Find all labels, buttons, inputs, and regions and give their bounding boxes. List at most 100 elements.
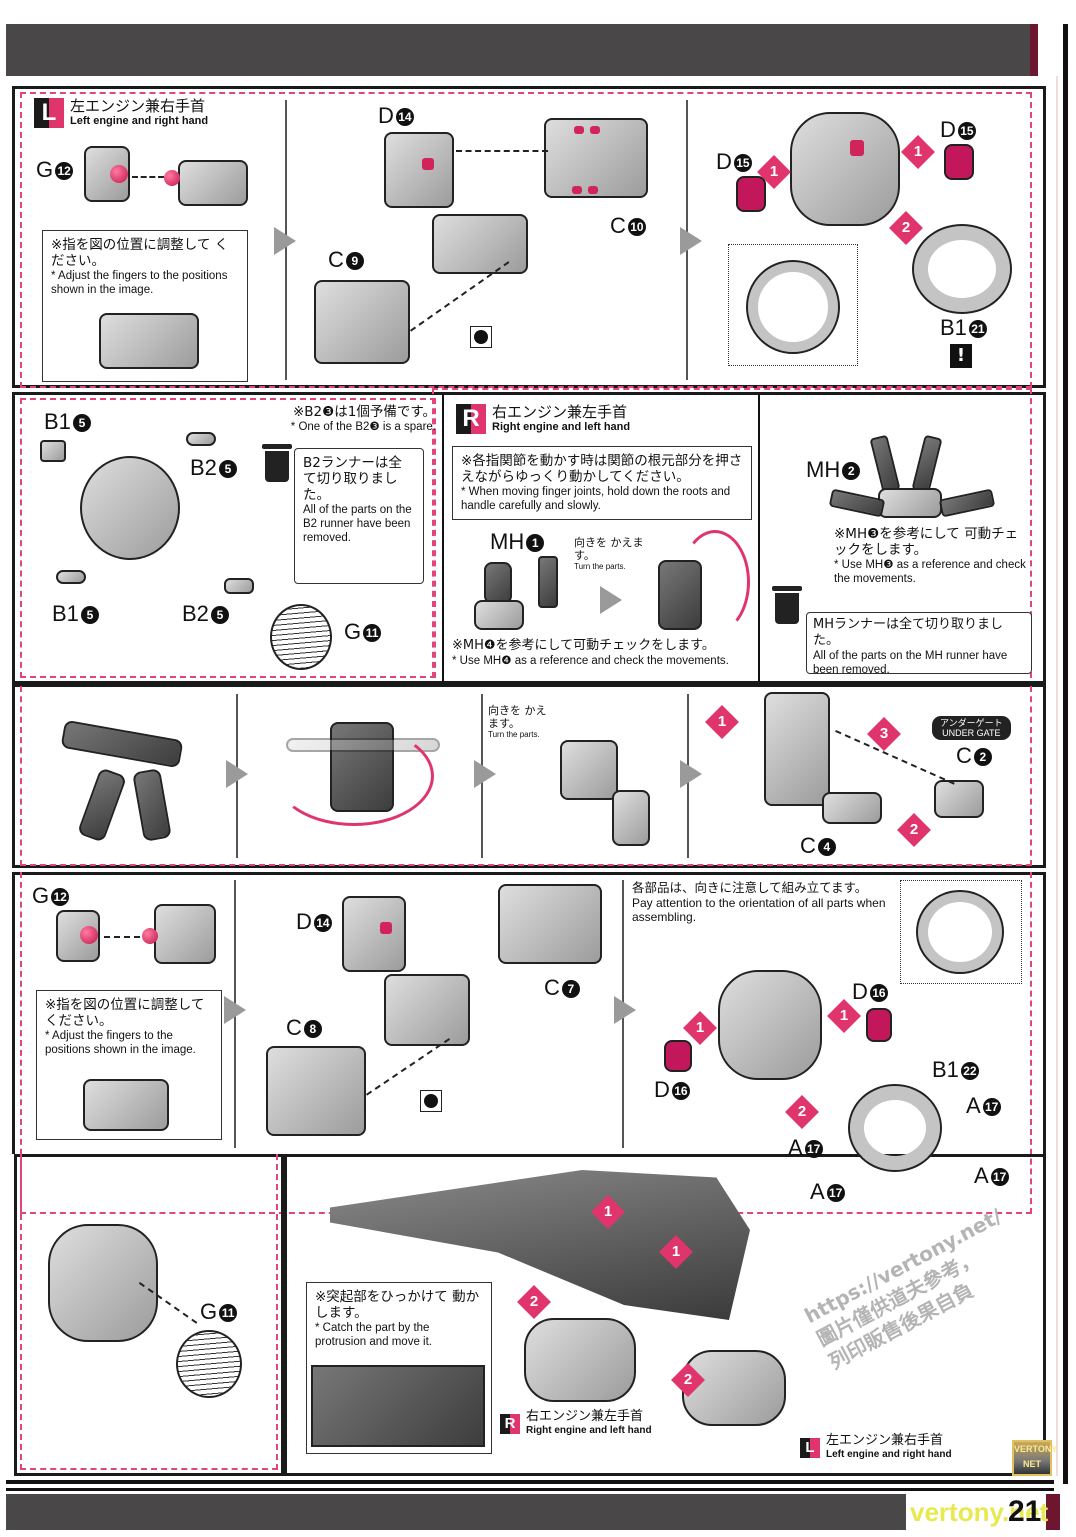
hand-body-part xyxy=(560,740,618,800)
row1-dashed-border xyxy=(20,92,1032,388)
peg xyxy=(590,126,600,134)
detail-inset-box xyxy=(728,244,858,366)
caution-icon: ! xyxy=(950,344,972,368)
engine-assembly xyxy=(790,112,900,226)
protrusion-note: ※突起部をひっかけて 動かします。 * Catch the part by th… xyxy=(306,1282,492,1454)
trash-lid xyxy=(772,586,802,591)
assembly-guide-line xyxy=(132,176,164,178)
step-marker: 1 xyxy=(757,155,791,189)
engine-side-part xyxy=(342,896,406,972)
assembly-guide-line xyxy=(456,150,548,152)
peg xyxy=(574,126,584,134)
d16-part xyxy=(866,1008,892,1042)
c4-part xyxy=(822,792,882,824)
finger-block-part xyxy=(612,790,650,846)
hand-frame-part xyxy=(878,488,942,518)
wrist-socket xyxy=(80,926,98,944)
mh-runner-removed-note: MHランナーは全て切り取りました。 All of the parts on th… xyxy=(806,612,1032,676)
peg xyxy=(850,140,864,156)
b1-fin-part xyxy=(56,570,86,584)
detail-inset-box xyxy=(900,880,1022,984)
c2-part xyxy=(934,780,984,818)
engine-shell-part xyxy=(314,280,410,364)
section-heading-left-engine: L 左エンジン兼右手首 Left engine and right hand xyxy=(34,98,208,128)
step-marker: 1 xyxy=(901,135,935,169)
hand-part xyxy=(384,974,470,1046)
trash-lid xyxy=(262,444,292,449)
step-marker: 2 xyxy=(889,211,923,245)
engine-housing-part xyxy=(498,884,602,964)
row5-left-dashed-border xyxy=(20,1154,278,1470)
turn-parts-note: 向きを かえます。 Turn the parts. xyxy=(574,536,644,571)
section-title-jp: 左エンジン兼右手首 xyxy=(70,97,206,115)
gate-mark-icon xyxy=(420,1090,442,1112)
section-badge-l: L xyxy=(34,98,64,128)
row2-right-dashed-border xyxy=(432,388,1032,678)
runner-removed-note: B2ランナーは全て切り取りました。 All of the parts on th… xyxy=(294,448,424,584)
d15-part xyxy=(736,176,766,212)
row4-frame xyxy=(12,872,1046,1154)
d16-part xyxy=(664,1040,692,1072)
next-step-arrow xyxy=(474,760,496,788)
footer-accent-stripe xyxy=(1046,1494,1060,1530)
row2-frame xyxy=(12,392,1046,684)
row3-dashed-border xyxy=(20,686,1032,866)
section-badge-r: R xyxy=(500,1413,520,1434)
section-heading-right-engine: R 右エンジン兼左手首 Right engine and left hand xyxy=(456,404,630,434)
watermark-site: vertony.net xyxy=(910,1497,1049,1527)
engine-assembly xyxy=(80,456,180,560)
finger-adjust-note: ※指を図の位置に調整して ください。 * Adjust the fingers … xyxy=(42,230,248,382)
label-left-engine: L 左エンジン兼右手首 Left engine and right hand xyxy=(800,1434,952,1461)
label-right-engine: R 右エンジン兼左手首 Right engine and left hand xyxy=(500,1410,652,1437)
row5-right-frame xyxy=(284,1154,1046,1476)
right-margin-rule xyxy=(1056,76,1058,1476)
page-number: 21 xyxy=(1008,1495,1042,1528)
hand-reference-image xyxy=(83,1079,169,1131)
step-marker: 2 xyxy=(785,1095,819,1129)
grille-cover-part xyxy=(176,1330,242,1398)
next-step-arrow xyxy=(274,227,296,255)
next-step-arrow xyxy=(224,996,246,1024)
section-title-en: Left engine and right hand xyxy=(70,115,209,127)
step-marker: 1 xyxy=(827,999,861,1033)
footer-rule xyxy=(6,1480,1054,1484)
rotate-arrow xyxy=(274,726,434,826)
peg xyxy=(572,186,582,194)
row2-divider-1 xyxy=(442,394,444,682)
engine-shell-part xyxy=(266,1046,366,1136)
hand-part xyxy=(178,160,248,206)
hand-ball-joint xyxy=(164,170,180,186)
row5-left-frame xyxy=(14,1154,284,1476)
peg xyxy=(422,158,434,170)
section-title-jp: 右エンジン兼左手首 xyxy=(492,403,628,421)
grille-cover-part xyxy=(270,604,332,670)
right-edge-rule xyxy=(1063,24,1068,1484)
step-marker: 2 xyxy=(517,1285,551,1319)
trash-icon xyxy=(772,586,802,624)
engine-side-part xyxy=(384,132,454,208)
movement-check-note: ※MH❸を参考にして 可動チェックをします。 * Use MH❸ as a re… xyxy=(834,526,1026,585)
under-gate-badge: アンダーゲート UNDER GATE xyxy=(932,716,1011,740)
